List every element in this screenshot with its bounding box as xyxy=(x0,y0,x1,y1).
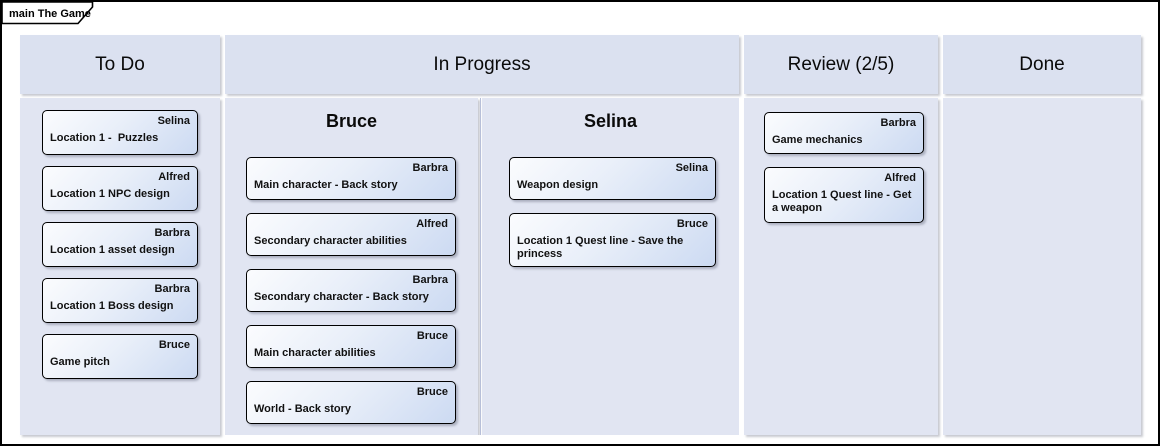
card-title: Location 1 asset design xyxy=(50,244,175,256)
sublane-title: Selina xyxy=(583,111,638,131)
card-assignee: Bruce xyxy=(158,339,190,351)
kanban-card[interactable]: Bruce World - Back story xyxy=(246,381,456,424)
kanban-card[interactable]: Alfred Location 1 Quest line - Get a wea… xyxy=(764,167,924,223)
kanban-column-done: Done xyxy=(943,35,1141,435)
card-assignee: Barbra xyxy=(412,274,448,286)
card-assignee: Bruce xyxy=(416,330,448,342)
diagram-tab-label: main The Game xyxy=(9,8,91,20)
card-assignee: Selina xyxy=(157,115,190,127)
kanban-column-review: Review (2/5) Barbra Game mechanics Alfre… xyxy=(744,35,938,435)
kanban-card[interactable]: Barbra Game mechanics xyxy=(764,112,924,154)
kanban-card[interactable]: Barbra Secondary character - Back story xyxy=(246,269,456,312)
card-assignee: Barbra xyxy=(880,117,916,129)
card-assignee: Barbra xyxy=(154,227,190,239)
sublane-selina[interactable]: Selina Selina Weapon design Bruce Locati… xyxy=(482,98,739,435)
kanban-card[interactable]: Bruce Game pitch xyxy=(42,334,198,379)
card-title: Location 1 Quest line - Save the princes… xyxy=(517,235,687,260)
kanban-board: To Do Selina Location 1 - Puzzles Alfred… xyxy=(20,35,1141,435)
column-header-in-progress[interactable]: In Progress xyxy=(225,35,739,94)
card-title: Secondary character - Back story xyxy=(254,291,429,303)
kanban-card[interactable]: Barbra Location 1 Boss design xyxy=(42,278,198,323)
column-title: Done xyxy=(1019,53,1065,75)
kanban-card[interactable]: Selina Weapon design xyxy=(509,157,716,200)
kanban-column-in-progress: In Progress Bruce Barbra Main character … xyxy=(225,35,739,435)
column-body-done[interactable] xyxy=(943,98,1141,435)
kanban-card[interactable]: Selina Location 1 - Puzzles xyxy=(42,110,198,155)
card-title: Location 1 Boss design xyxy=(50,300,174,312)
column-title: In Progress xyxy=(433,53,531,75)
diagram-tab[interactable]: main The Game xyxy=(2,2,94,26)
kanban-card[interactable]: Bruce Location 1 Quest line - Save the p… xyxy=(509,213,716,267)
column-header-todo[interactable]: To Do xyxy=(20,35,220,94)
card-assignee: Bruce xyxy=(676,218,708,230)
card-title: Game mechanics xyxy=(772,134,863,146)
kanban-column-todo: To Do Selina Location 1 - Puzzles Alfred… xyxy=(20,35,220,435)
card-title: Weapon design xyxy=(517,179,599,191)
sublane-title: Bruce xyxy=(325,111,378,131)
card-assignee: Alfred xyxy=(158,171,190,183)
card-assignee: Alfred xyxy=(416,218,448,230)
card-title: Main character abilities xyxy=(254,347,376,359)
sublane-bruce[interactable]: Bruce Barbra Main character - Back story… xyxy=(225,98,478,435)
card-assignee: Bruce xyxy=(416,386,448,398)
kanban-card[interactable]: Barbra Location 1 asset design xyxy=(42,222,198,267)
card-title: Secondary character abilities xyxy=(254,235,407,247)
diagram-tab-shape xyxy=(2,2,94,25)
card-title: World - Back story xyxy=(254,403,351,415)
card-title: Game pitch xyxy=(50,356,110,368)
column-header-done[interactable]: Done xyxy=(943,35,1141,94)
card-assignee: Barbra xyxy=(154,283,190,295)
kanban-card[interactable]: Bruce Main character abilities xyxy=(246,325,456,368)
card-title: Location 1 NPC design xyxy=(50,188,170,200)
kanban-card[interactable]: Alfred Location 1 NPC design xyxy=(42,166,198,211)
column-body-todo[interactable]: Selina Location 1 - Puzzles Alfred Locat… xyxy=(20,98,220,435)
column-header-review[interactable]: Review (2/5) xyxy=(744,35,938,94)
card-title: Location 1 Quest line - Get a weapon xyxy=(772,189,915,214)
card-title: Location 1 - Puzzles xyxy=(50,132,159,144)
card-assignee: Barbra xyxy=(412,162,448,174)
column-title: Review (2/5) xyxy=(787,53,895,75)
column-title: To Do xyxy=(95,53,145,75)
kanban-card[interactable]: Barbra Main character - Back story xyxy=(246,157,456,200)
kanban-card[interactable]: Alfred Secondary character abilities xyxy=(246,213,456,256)
card-assignee: Selina xyxy=(675,162,708,174)
column-body-in-progress: Bruce Barbra Main character - Back story… xyxy=(225,98,739,435)
card-title: Main character - Back story xyxy=(254,179,398,191)
card-assignee: Alfred xyxy=(884,172,916,184)
sublane-divider xyxy=(479,98,481,435)
column-body-review[interactable]: Barbra Game mechanics Alfred Location 1 … xyxy=(744,98,938,435)
